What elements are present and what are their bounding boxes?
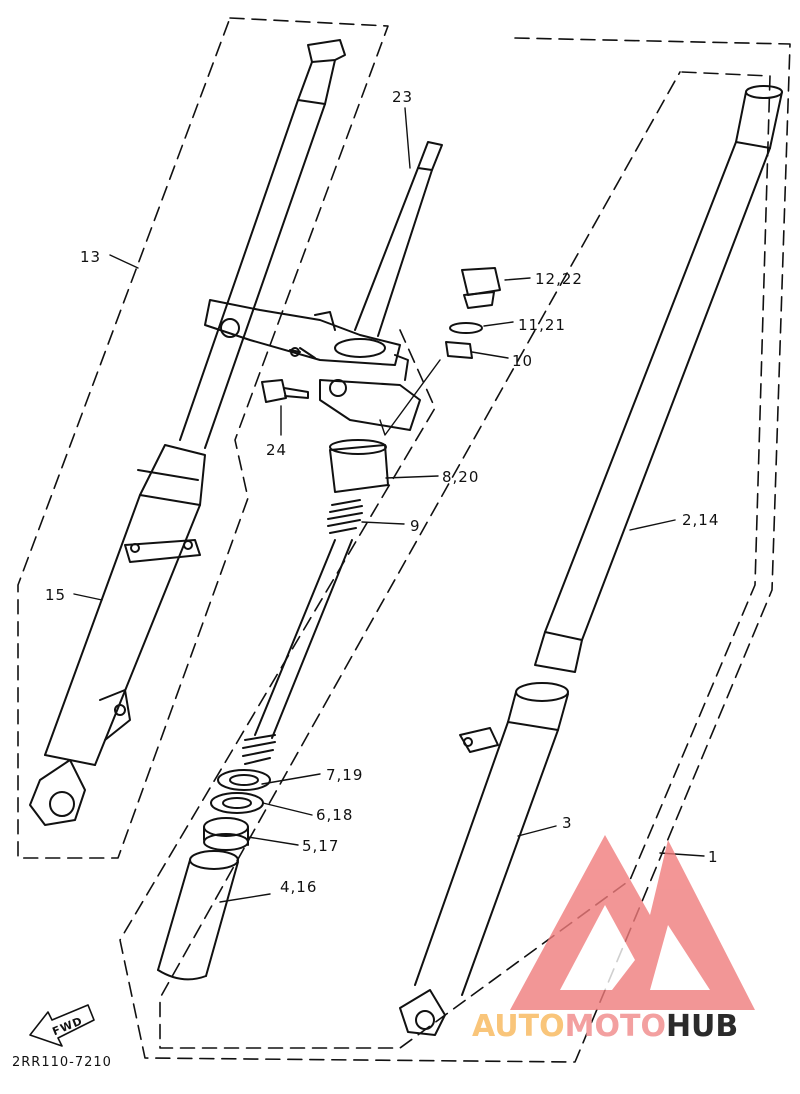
cylinder-4-16 bbox=[157, 850, 239, 981]
callout-3: 3 bbox=[562, 814, 573, 832]
dashed-boundary-right bbox=[159, 71, 771, 1049]
left-fork-assembly bbox=[29, 39, 346, 826]
callout-5-17: 5,17 bbox=[302, 837, 339, 855]
right-inner-tube bbox=[534, 85, 783, 673]
part-code: 2RR110-7210 bbox=[12, 1055, 112, 1070]
watermark-text: AUTOMOTOHUB bbox=[472, 1009, 738, 1044]
callout-2-14: 2,14 bbox=[682, 511, 719, 529]
steering-stem bbox=[204, 141, 443, 431]
callout-15: 15 bbox=[45, 586, 66, 604]
callout-23: 23 bbox=[392, 88, 413, 106]
callout-12-22: 12,22 bbox=[535, 270, 583, 288]
bolt-24 bbox=[261, 379, 309, 403]
callout-11-21: 11,21 bbox=[518, 316, 566, 334]
damper-rod bbox=[242, 499, 363, 765]
callout-7-19: 7,19 bbox=[326, 766, 363, 784]
callout-10: 10 bbox=[512, 352, 533, 370]
dashed-boundary-left bbox=[17, 17, 389, 859]
callout-1: 1 bbox=[708, 848, 719, 866]
callout-9: 9 bbox=[410, 517, 421, 535]
collar-8-20 bbox=[329, 439, 389, 493]
cap-bolt bbox=[445, 267, 501, 359]
callout-4-16: 4,16 bbox=[280, 878, 317, 896]
fwd-arrow-shape bbox=[29, 1004, 95, 1047]
callout-13: 13 bbox=[80, 248, 101, 266]
callout-labels: 23 13 12,22 11,21 10 24 8,20 9 2,14 15 7… bbox=[45, 88, 719, 896]
right-outer-tube bbox=[399, 682, 569, 1036]
dashed-boundary-center bbox=[119, 37, 791, 1063]
callout-8-20: 8,20 bbox=[442, 468, 479, 486]
callout-6-18: 6,18 bbox=[316, 806, 353, 824]
watermark-logo-icon bbox=[510, 835, 755, 1010]
washers bbox=[203, 769, 271, 851]
callout-24: 24 bbox=[266, 441, 287, 459]
leader-lines bbox=[73, 107, 705, 903]
